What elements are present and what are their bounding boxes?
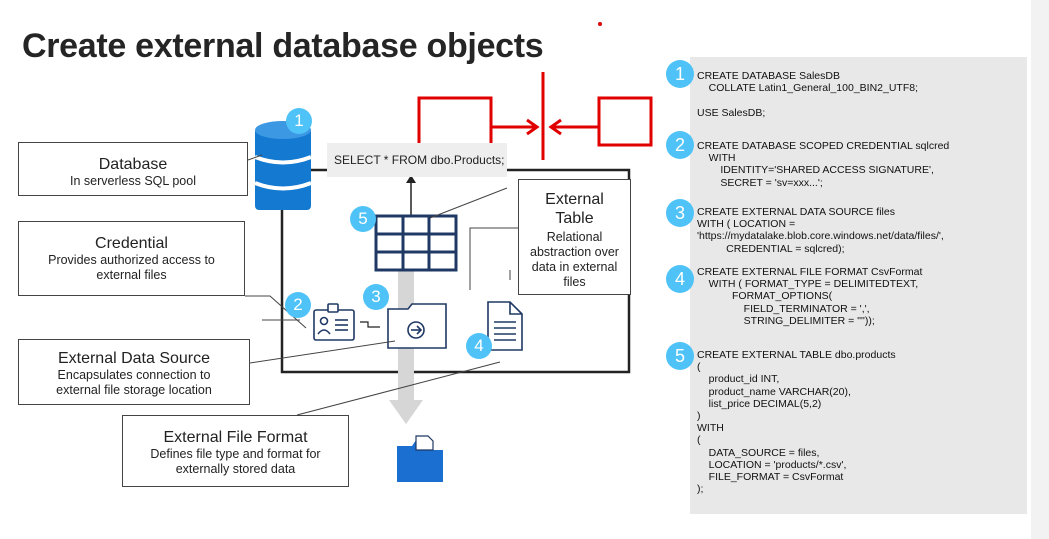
sql-query-box: SELECT * FROM dbo.Products; bbox=[327, 143, 507, 177]
callout-external-table-sub: Relational abstraction over data in exte… bbox=[530, 230, 619, 289]
red-dot-marker bbox=[598, 22, 602, 26]
callout-data-source-sub: Encapsulates connection to external file… bbox=[56, 368, 212, 397]
file-document-icon bbox=[487, 301, 523, 351]
table-grid-icon bbox=[374, 214, 458, 272]
callout-credential-sub: Provides authorized access to external f… bbox=[48, 253, 215, 282]
callout-data-source-heading: External Data Source bbox=[57, 350, 211, 367]
code-block-create-file-format: CREATE EXTERNAL FILE FORMAT CsvFormat WI… bbox=[697, 266, 923, 327]
code-block-create-external-table: CREATE EXTERNAL TABLE dbo.products ( pro… bbox=[697, 349, 896, 496]
right-edge-strip bbox=[1031, 0, 1049, 539]
code-panel bbox=[690, 57, 1027, 514]
badge-file-format: 4 bbox=[466, 333, 492, 359]
callout-credential: Credential Provides authorized access to… bbox=[18, 221, 245, 296]
code-badge-5: 5 bbox=[666, 342, 694, 370]
badge-credential: 2 bbox=[285, 292, 311, 318]
callout-database: Database In serverless SQL pool bbox=[18, 142, 248, 196]
callout-external-table: External Table Relational abstraction ov… bbox=[518, 179, 631, 295]
callout-external-table-heading: External Table bbox=[545, 191, 604, 227]
code-block-create-database: CREATE DATABASE SalesDB COLLATE Latin1_G… bbox=[697, 70, 919, 119]
badge-external-table: 5 bbox=[350, 206, 376, 232]
code-badge-1: 1 bbox=[666, 60, 694, 88]
page-title: Create external database objects bbox=[22, 27, 544, 65]
callout-external-file-format: External File Format Defines file type a… bbox=[122, 415, 349, 487]
code-badge-4: 4 bbox=[666, 265, 694, 293]
credential-card-icon bbox=[313, 303, 355, 341]
callout-file-format-heading: External File Format bbox=[163, 429, 308, 446]
folder-arrow-icon bbox=[387, 303, 447, 349]
database-icon bbox=[254, 121, 312, 210]
callout-credential-heading: Credential bbox=[95, 235, 168, 252]
callout-database-heading: Database bbox=[98, 156, 168, 173]
code-badge-3: 3 bbox=[666, 199, 694, 227]
callout-file-format-sub: Defines file type and format for externa… bbox=[150, 447, 321, 476]
badge-data-source: 3 bbox=[363, 284, 389, 310]
blue-folder-icon bbox=[397, 435, 443, 482]
data-flow-arrow-head bbox=[389, 400, 423, 424]
code-block-create-data-source: CREATE EXTERNAL DATA SOURCE files WITH (… bbox=[697, 206, 944, 255]
code-block-create-credential: CREATE DATABASE SCOPED CREDENTIAL sqlcre… bbox=[697, 140, 950, 189]
code-badge-2: 2 bbox=[666, 131, 694, 159]
badge-database: 1 bbox=[286, 108, 312, 134]
red-annotation-marks bbox=[417, 72, 653, 160]
callout-database-sub: In serverless SQL pool bbox=[70, 174, 196, 188]
callout-external-data-source: External Data Source Encapsulates connec… bbox=[18, 339, 250, 405]
